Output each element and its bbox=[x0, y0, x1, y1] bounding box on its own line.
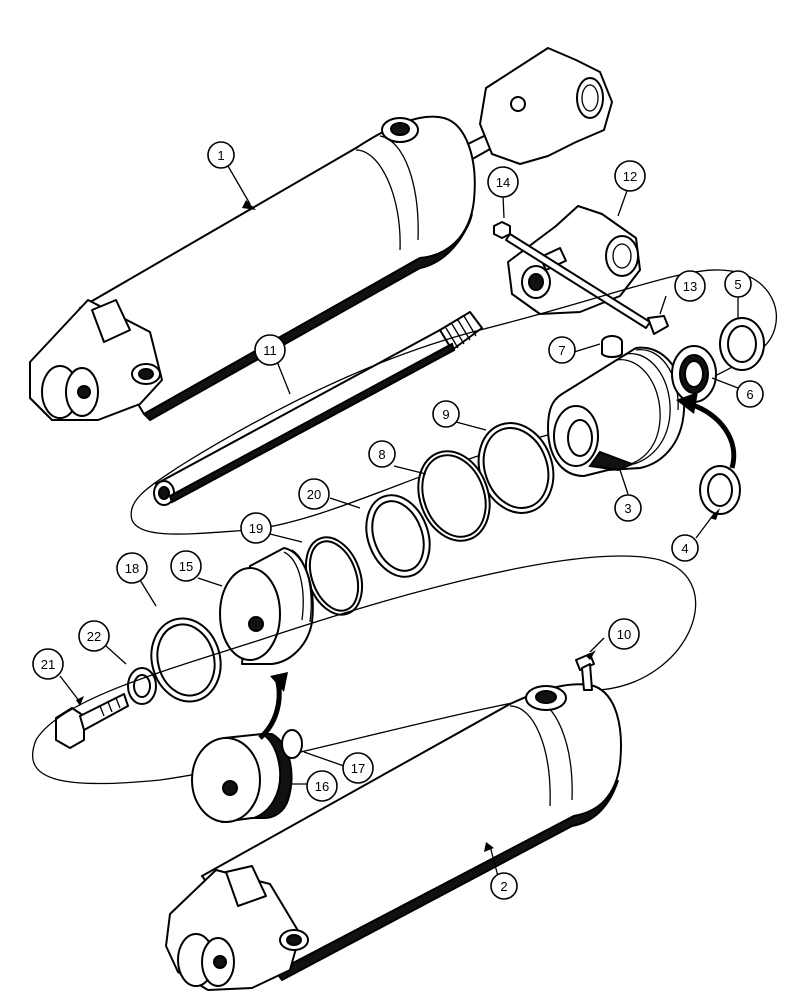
callout-label: 5 bbox=[734, 277, 741, 292]
callout-15: 15 bbox=[170, 550, 202, 582]
callout-label: 10 bbox=[617, 627, 631, 642]
callout-label: 6 bbox=[746, 387, 753, 402]
install-arrow-upper bbox=[676, 392, 737, 469]
callout-20: 20 bbox=[298, 478, 330, 510]
piston-bolt bbox=[55, 693, 129, 749]
callout-6: 6 bbox=[736, 380, 764, 408]
o-ring-9 bbox=[477, 422, 555, 514]
callout-8: 8 bbox=[368, 440, 396, 468]
callout-label: 18 bbox=[125, 561, 139, 576]
callout-18: 18 bbox=[116, 552, 148, 584]
callout-label: 21 bbox=[41, 657, 55, 672]
callout-label: 13 bbox=[683, 279, 697, 294]
callout-label: 20 bbox=[307, 487, 321, 502]
nut bbox=[493, 221, 511, 239]
callout-10: 10 bbox=[608, 618, 640, 650]
callout-label: 4 bbox=[681, 541, 688, 556]
wiper-ring bbox=[719, 317, 765, 371]
leader-lines bbox=[59, 165, 739, 885]
o-ring-19 bbox=[304, 536, 364, 616]
callout-label: 7 bbox=[558, 343, 565, 358]
callout-label: 12 bbox=[623, 169, 637, 184]
cylinder-head bbox=[547, 346, 686, 477]
rod-clevis bbox=[507, 205, 641, 315]
callout-17: 17 bbox=[342, 752, 374, 784]
callout-14: 14 bbox=[487, 166, 519, 198]
piston bbox=[219, 547, 314, 665]
callout-label: 22 bbox=[87, 629, 101, 644]
callout-label: 19 bbox=[249, 521, 263, 536]
callout-11: 11 bbox=[254, 334, 286, 366]
callout-7: 7 bbox=[548, 336, 576, 364]
callout-1: 1 bbox=[207, 141, 235, 169]
callout-19: 19 bbox=[240, 512, 272, 544]
callout-label: 9 bbox=[442, 407, 449, 422]
callout-label: 11 bbox=[263, 343, 277, 358]
piston-rod bbox=[153, 311, 483, 506]
callout-label: 1 bbox=[217, 148, 224, 163]
o-ring-17 bbox=[281, 729, 303, 759]
callout-13: 13 bbox=[674, 270, 706, 302]
assembly-loop-upper bbox=[130, 269, 777, 535]
callout-21: 21 bbox=[32, 648, 64, 680]
o-ring-8 bbox=[417, 450, 491, 542]
callout-3: 3 bbox=[614, 494, 642, 522]
install-arrow-lower bbox=[258, 672, 288, 740]
callout-12: 12 bbox=[614, 160, 646, 192]
callout-label: 2 bbox=[500, 879, 507, 894]
clevis-bolt bbox=[505, 233, 669, 335]
callout-9: 9 bbox=[432, 400, 460, 428]
callout-label: 16 bbox=[315, 779, 329, 794]
callout-5: 5 bbox=[724, 270, 752, 298]
washer bbox=[127, 667, 157, 705]
piston-alt bbox=[191, 733, 293, 823]
piston-ring bbox=[150, 617, 222, 703]
callout-16: 16 bbox=[306, 770, 338, 802]
assembled-cylinder-lower bbox=[165, 653, 622, 991]
callout-label: 15 bbox=[179, 559, 193, 574]
callout-label: 17 bbox=[351, 761, 365, 776]
callout-22: 22 bbox=[78, 620, 110, 652]
rod-seal bbox=[671, 345, 717, 403]
wear-ring bbox=[365, 494, 431, 578]
assembled-cylinder bbox=[29, 47, 613, 422]
plug bbox=[601, 335, 623, 358]
callout-4: 4 bbox=[671, 534, 699, 562]
callout-label: 8 bbox=[378, 447, 385, 462]
callout-2: 2 bbox=[490, 872, 518, 900]
callout-label: 14 bbox=[496, 175, 510, 190]
backup-ring bbox=[699, 465, 741, 515]
callout-label: 3 bbox=[624, 501, 631, 516]
assembly-loop-lower bbox=[31, 555, 697, 785]
